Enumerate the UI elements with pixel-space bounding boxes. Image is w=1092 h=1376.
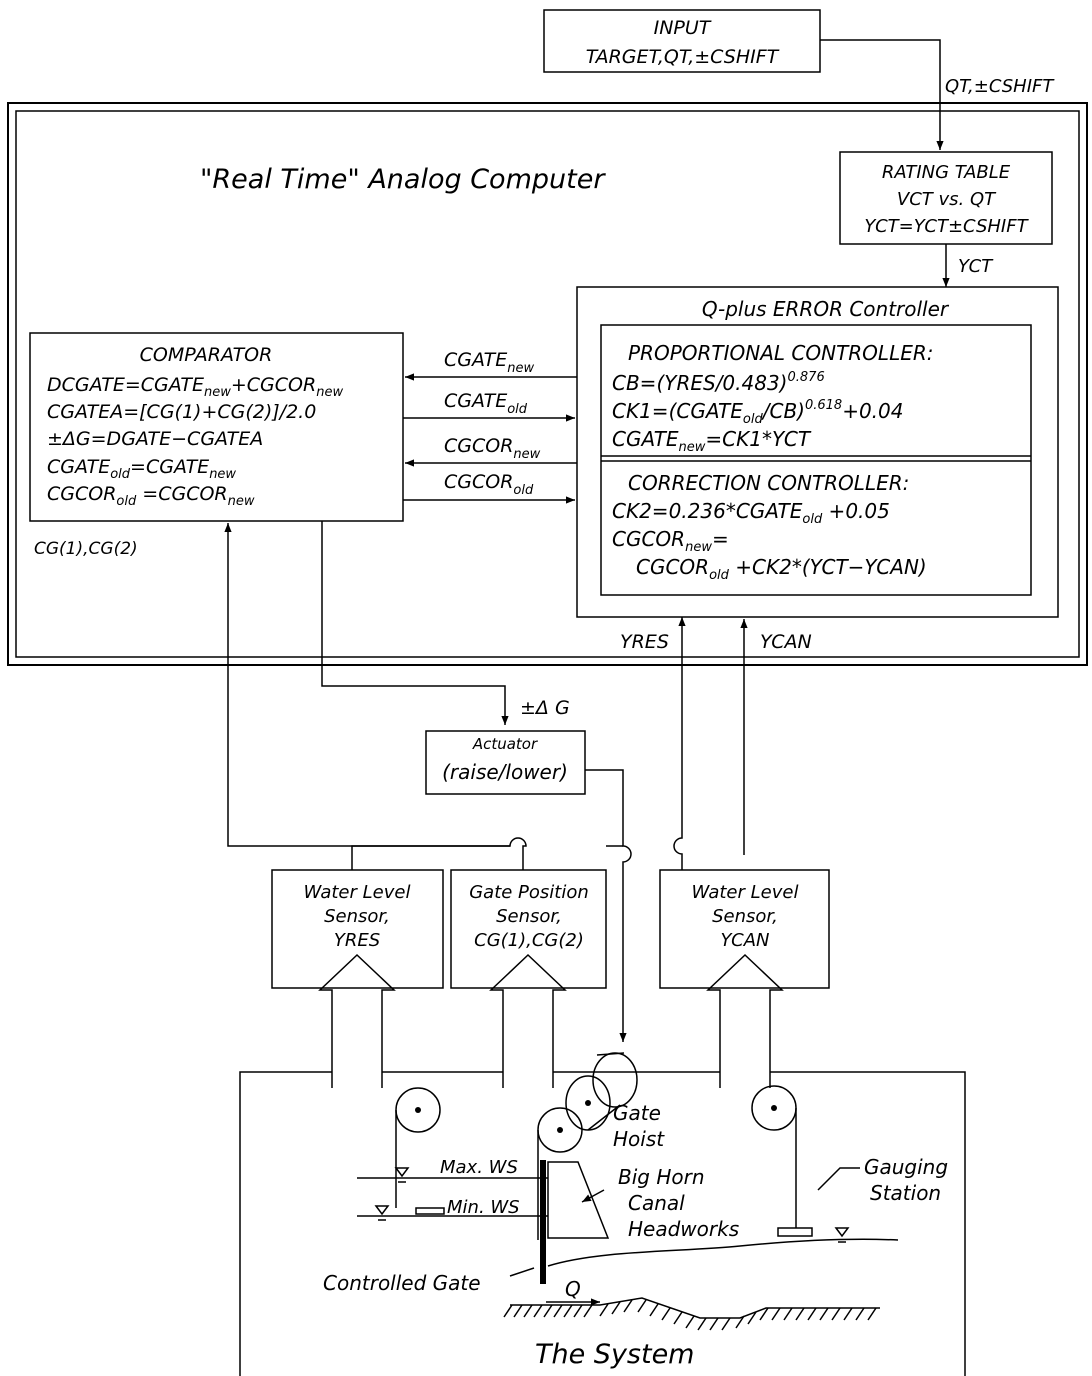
sensor-yres-line3: YRES (334, 930, 380, 951)
actuator-subtitle: (raise/lower) (442, 760, 568, 784)
canal-water-surface (547, 1238, 899, 1267)
big-horn-label-3: Headworks (628, 1217, 739, 1241)
correction-eq1: CK2=0.236*CGATEold +0.05 (612, 499, 890, 527)
cgate-old-label: CGATEold (444, 390, 528, 417)
big-horn-label-1: Big Horn (618, 1165, 705, 1189)
sensor-yres-line1: Water Level (304, 882, 411, 903)
yres-label: YRES (620, 631, 669, 653)
comparator-eq5: CGCORold =CGCORnew (47, 483, 255, 509)
rating-table-line3: YCT=YCT±CSHIFT (864, 216, 1029, 237)
proportional-eq2: CK1=(CGATEold/CB)0.618+0.04 (612, 398, 904, 427)
cgate-new-label: CGATEnew (444, 349, 534, 376)
input-box: INPUT TARGET,QT,±CSHIFT (543, 9, 821, 73)
proportional-title: PROPORTIONAL CONTROLLER: (628, 341, 933, 365)
big-horn-label-2: Canal (628, 1191, 685, 1215)
pulley-ycan (751, 1085, 797, 1228)
controlled-gate-pointer (509, 1267, 535, 1277)
channel-bed-hatching (503, 1299, 877, 1331)
proportional-eq1: CB=(YRES/0.483)0.876 (612, 370, 825, 395)
proportional-controller: PROPORTIONAL CONTROLLER: CB=(YRES/0.483)… (612, 341, 933, 455)
gate-hoist-label-1: Gate (613, 1101, 661, 1125)
sensor-yres: Water Level Sensor, YRES (271, 869, 444, 989)
analog-computer-inner-frame (15, 110, 1080, 658)
gauging-label-2: Station (870, 1181, 941, 1205)
yct-label: YCT (958, 256, 994, 277)
rating-table-line2: VCT vs. QT (897, 189, 997, 210)
upstream-float (415, 1207, 445, 1215)
hollow-arrow-ycan (706, 953, 784, 1088)
max-ws-symbol (394, 1167, 410, 1183)
correction-controller: CORRECTION CONTROLLER: CK2=0.236*CGATEol… (612, 471, 927, 583)
sensor-gate-position: Gate Position Sensor, CG(1),CG(2) (450, 869, 607, 989)
delta-g-label: ±Δ G (520, 697, 570, 719)
min-ws-label: Min. WS (447, 1197, 520, 1218)
yres-jump (673, 800, 683, 870)
delta-g-line (321, 521, 509, 725)
sensor-yres-line2: Sensor, (324, 906, 390, 927)
comparator-title: COMPARATOR (140, 344, 273, 366)
controlled-gate (540, 1160, 546, 1284)
actuator-to-hoist-line (585, 769, 632, 1042)
input-title: INPUT (654, 17, 712, 39)
cg-connector (351, 837, 527, 870)
proportional-eq3: CGATEnew=CK1*YCT (612, 427, 812, 455)
pulley-yres (395, 1087, 441, 1208)
analog-computer-outer-frame (7, 102, 1088, 666)
actuator-box: Actuator (raise/lower) (425, 730, 586, 795)
comparator-eq2: CGATEA=[CG(1)+CG(2)]/2.0 (47, 401, 316, 423)
hollow-arrow-gate (489, 953, 567, 1088)
headworks-structure (547, 1161, 610, 1239)
headworks-pointer (581, 1189, 605, 1203)
gauging-label-1: Gauging (864, 1155, 948, 1179)
qt-cshift-label: QT,±CSHIFT (945, 76, 1055, 97)
flow-label: Q (565, 1277, 581, 1301)
sensor-gate-line1: Gate Position (469, 882, 589, 903)
controller-title: Q-plus ERROR Controller (702, 297, 950, 321)
rating-table-box: RATING TABLE VCT vs. QT YCT=YCT±CSHIFT (839, 151, 1053, 245)
sensor-gate-line2: Sensor, (496, 906, 562, 927)
comparator-box: COMPARATOR DCGATE=CGATEnew+CGCORnew CGAT… (29, 332, 404, 522)
rating-table-title: RATING TABLE (882, 162, 1011, 183)
hollow-arrow-yres (318, 953, 396, 1088)
gauging-float (777, 1227, 813, 1237)
sensor-ycan-line3: YCAN (720, 930, 769, 951)
input-variables: TARGET,QT,±CSHIFT (586, 46, 780, 68)
min-ws-symbol (374, 1205, 390, 1221)
system-title: The System (535, 1339, 694, 1370)
cg-label: CG(1),CG(2) (34, 539, 138, 559)
sensor-ycan-line1: Water Level (692, 882, 799, 903)
q-plus-error-controller: Q-plus ERROR Controller PROPORTIONAL CON… (576, 286, 1059, 618)
sensor-gate-line3: CG(1),CG(2) (474, 930, 584, 951)
correction-eq2: CGCORnew= (612, 527, 729, 555)
sensor-ycan: Water Level Sensor, YCAN (659, 869, 830, 989)
correction-title: CORRECTION CONTROLLER: (628, 471, 909, 495)
gate-hoist-label-2: Hoist (613, 1127, 665, 1151)
cg-feedback-line (224, 523, 510, 847)
gauging-pointer (817, 1167, 860, 1191)
input-to-rating-arrow (820, 39, 944, 150)
ycan-label: YCAN (760, 631, 812, 653)
canal-ws-symbol (834, 1227, 850, 1243)
comparator-eq3: ±ΔG=DGATE−CGATEA (47, 428, 263, 450)
analog-computer-title: "Real Time" Analog Computer (200, 164, 606, 195)
controlled-gate-label: Controlled Gate (323, 1271, 481, 1295)
correction-eq3: CGCORold +CK2*(YCT−YCAN) (636, 555, 927, 583)
max-ws-label: Max. WS (440, 1157, 518, 1178)
comparator-eq1: DCGATE=CGATEnew+CGCORnew (47, 374, 343, 400)
actuator-title: Actuator (472, 735, 538, 753)
cgcor-old-label: CGCORold (444, 471, 534, 498)
sensor-ycan-line2: Sensor, (712, 906, 778, 927)
channel-bed (510, 1297, 880, 1319)
gate-hoist-drum (565, 1052, 638, 1131)
system-frame (239, 1071, 966, 1376)
cgcor-new-label: CGCORnew (444, 435, 541, 462)
comparator-eq4: CGATEold=CGATEnew (47, 456, 236, 482)
gate-pulley (537, 1107, 583, 1153)
